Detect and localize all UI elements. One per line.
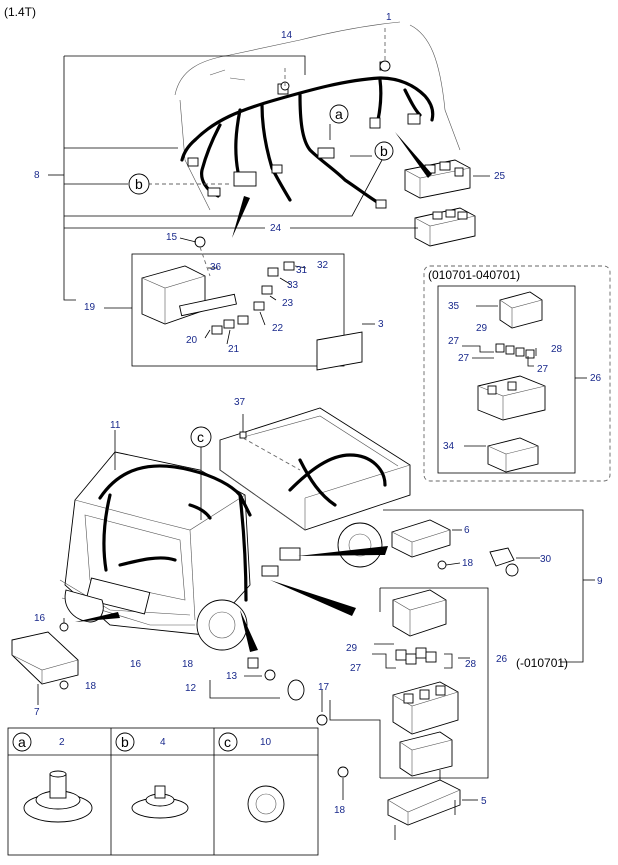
callout-number: 29 bbox=[476, 323, 488, 334]
callout-number: 29 bbox=[346, 643, 358, 654]
bracket-7 bbox=[11, 618, 79, 705]
callout-number: 22 bbox=[272, 323, 284, 334]
callout-number: 35 bbox=[448, 301, 460, 312]
callout-number: 26 bbox=[496, 654, 508, 665]
callout-number: 11 bbox=[110, 420, 121, 431]
fuse-panel-19 bbox=[131, 236, 345, 367]
callout-number: 15 bbox=[166, 232, 178, 243]
callout-number: 34 bbox=[443, 441, 455, 452]
callout-number: 17 bbox=[318, 682, 330, 693]
inset-upper bbox=[423, 265, 611, 482]
relay-box-25 bbox=[404, 159, 471, 199]
callout-number: 27 bbox=[350, 663, 362, 674]
callout-numbers: 1 14 8 25 24 15 36 31 32 33 23 19 22 3 2… bbox=[34, 12, 603, 816]
grommet-icon bbox=[379, 60, 391, 72]
sensor-12 bbox=[209, 657, 305, 701]
callout-number: 18 bbox=[182, 659, 194, 670]
callout-number: 33 bbox=[287, 280, 299, 291]
callout-number: 37 bbox=[234, 397, 246, 408]
callout-number: 9 bbox=[597, 576, 603, 587]
ref-circle-a bbox=[329, 104, 349, 124]
callout-number: 18 bbox=[85, 681, 97, 692]
callout-number: 26 bbox=[590, 373, 602, 384]
junction-box-24 bbox=[414, 207, 476, 247]
callout-number: 27 bbox=[448, 336, 460, 347]
callout-number: 3 bbox=[378, 319, 384, 330]
callout-number: 6 bbox=[464, 525, 470, 536]
callout-number: 18 bbox=[462, 558, 474, 569]
svg-text:c: c bbox=[197, 429, 204, 445]
callout-number: 8 bbox=[34, 170, 40, 181]
callout-number: 2 bbox=[59, 737, 65, 748]
svg-text:b: b bbox=[135, 176, 143, 192]
truck-illustration bbox=[59, 407, 411, 652]
inset-lower-range: (-010701) bbox=[516, 656, 568, 670]
bracket-6 bbox=[391, 519, 462, 570]
callout-number: 31 bbox=[296, 265, 308, 276]
svg-text:b: b bbox=[380, 143, 388, 159]
label-plate-3 bbox=[316, 331, 363, 371]
svg-text:b: b bbox=[121, 734, 129, 750]
callout-number: 14 bbox=[281, 30, 293, 41]
callout-number: 28 bbox=[465, 659, 477, 670]
callout-number: 32 bbox=[317, 260, 329, 271]
svg-text:c: c bbox=[224, 734, 231, 750]
sensor-30 bbox=[489, 547, 540, 577]
callout-number: 36 bbox=[210, 262, 222, 273]
callout-number: 7 bbox=[34, 707, 40, 718]
inset-upper-range: (010701-040701) bbox=[428, 268, 520, 282]
svg-text:a: a bbox=[335, 106, 343, 122]
callout-number: 4 bbox=[160, 737, 166, 748]
callout-number: 16 bbox=[34, 613, 46, 624]
leader-lines-8 bbox=[48, 55, 490, 309]
callout-number: 10 bbox=[260, 737, 272, 748]
callout-number: 27 bbox=[458, 353, 470, 364]
callout-number: 13 bbox=[226, 671, 238, 682]
callout-number: 18 bbox=[334, 805, 346, 816]
callout-number: 27 bbox=[537, 364, 549, 375]
grommet-10-icon bbox=[247, 785, 285, 823]
ref-circle-b bbox=[374, 141, 394, 161]
callout-number: 12 bbox=[185, 683, 197, 694]
callout-number: 24 bbox=[270, 223, 282, 234]
callout-number: 5 bbox=[481, 796, 487, 807]
svg-text:a: a bbox=[18, 734, 26, 750]
callout-number: 23 bbox=[282, 298, 294, 309]
callout-number: 1 bbox=[386, 12, 392, 23]
callout-number: 19 bbox=[84, 302, 96, 313]
model-label: (1.4T) bbox=[4, 5, 36, 19]
legend-table: a 2 b 4 c 10 bbox=[7, 727, 319, 856]
ref-circle-b-left bbox=[128, 173, 150, 195]
callout-number: 21 bbox=[228, 344, 240, 355]
callout-number: 30 bbox=[540, 554, 552, 565]
callout-number: 28 bbox=[551, 344, 563, 355]
bracket-5 bbox=[387, 770, 478, 840]
upper-harness-group bbox=[148, 21, 476, 247]
callout-number: 16 bbox=[130, 659, 142, 670]
callout-number: 20 bbox=[186, 335, 198, 346]
inset-lower bbox=[372, 587, 489, 779]
callout-number: 25 bbox=[494, 171, 506, 182]
